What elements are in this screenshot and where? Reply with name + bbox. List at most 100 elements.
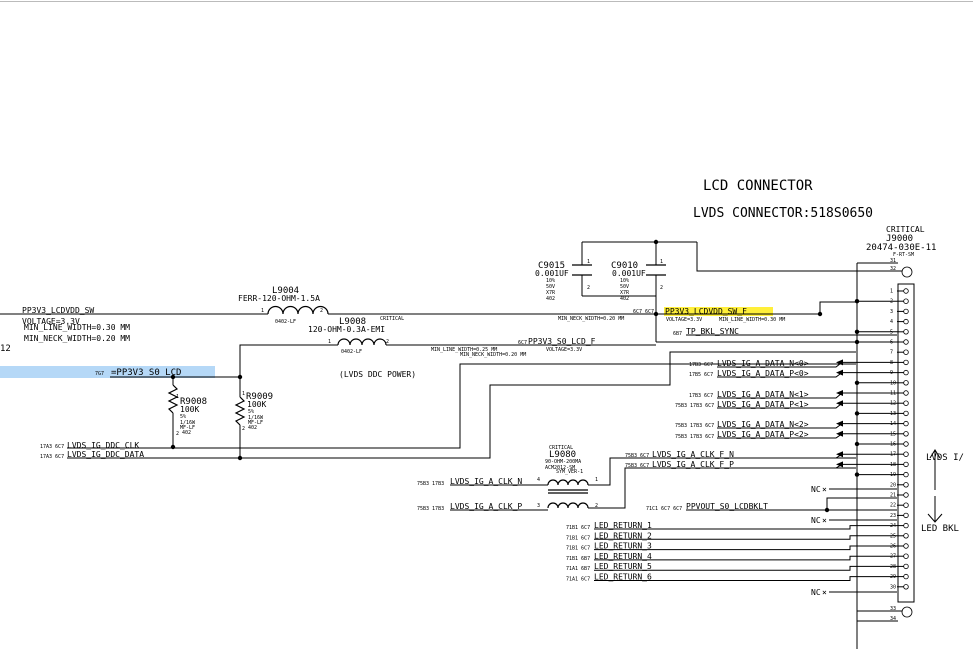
c9010-volt: 50V [620,284,629,290]
net-min-neck-lcdvdd-sw-f: MIN_NECK_WIDTH=0.20 MM [558,316,624,322]
c9010-pkg: 402 [620,296,629,302]
l9080-pin3: 3 [537,503,540,509]
r9009-power: 1/16W [248,415,264,421]
net-label-data-n1: LVDS_IG_A_DATA_N<1> [717,390,809,399]
r9008-pkg: 402 [182,430,191,436]
j9000-pin [903,492,909,498]
j9000-pin [903,288,909,294]
led-return-label: LED_RETURN_1 [594,521,652,530]
l9080-refdes: L9080 [549,450,576,460]
j9000-footprint: F-RT-SM [893,252,914,258]
net-min-line-lcd-f: MIN_LINE_WIDTH=0.25 MM [431,347,497,353]
j9000-pin-32-label: 32 [890,266,896,272]
j9000-refdes: J9000 [886,234,913,244]
l9004-refdes: L9004 [272,286,299,296]
c9015-tol: 10% [546,278,555,284]
r9008-refdes: R9008 [180,397,207,407]
j9000-pin [903,471,909,478]
j9000-pin [903,390,909,396]
j9000-pin [903,420,909,427]
j9000-pin [903,441,909,447]
junction-r9008-clk [170,444,176,450]
wire-clk-f-p [588,467,856,509]
led-return-ref: 71B1 6B7 [566,556,590,562]
r9009-zigzag [234,396,246,426]
l9004-pkg: 0402-LF [275,319,296,325]
net-label-pp3v3-s0-lcd: =PP3V3_S0_LCD [111,368,181,378]
j9000-pin [903,533,909,539]
inductor-l9004: L9004 FERR-120-OHM-1.5A 0402-LF 1 2 [238,286,329,325]
r9008-zigzag [167,384,179,414]
lvds-signal-arrow [836,461,843,468]
left-edge-label: 12 [0,344,11,354]
j9000-pin [903,563,909,570]
c9015-pin1: 1 [587,259,590,265]
net-label-clk-n: LVDS_IG_A_CLK_N [450,477,522,486]
l9080-pkg: ACM2012-SM [545,465,575,471]
j9000-pin-label: 1 [890,289,893,295]
l9080-pin4: 4 [537,477,540,483]
led-return-wire [594,545,897,551]
c9010-value: 0.001UF [612,269,646,278]
j9000-pin [903,410,909,417]
lvds-signal-arrow [836,420,843,427]
led-return-wire [594,525,897,530]
lvds-signal-wire [717,463,897,469]
led-return-label: LED_RETURN_6 [594,573,652,582]
r9009-refdes: R9009 [246,392,273,402]
j9000-pin [903,573,909,580]
net-min-line-lcdvdd-sw-f: MIN_LINE_WIDTH=0.30 MM [719,317,785,323]
j9000-pin [903,543,909,549]
l9004-pin1: 1 [261,308,264,314]
nc-x-20: × [822,485,827,494]
net-min-neck-lcdvdd-sw: MIN_NECK_WIDTH=0.20 MM [24,334,130,343]
lvds-signal-arrow [836,369,843,376]
j9000-mount-pin-33 [901,606,913,618]
j9000-part: 20474-030E-11 [866,243,936,253]
nc-label-20: NC [811,485,821,494]
net-label-data-n0: LVDS_IG_A_DATA_N<0> [717,359,809,368]
net-label-ddc-data: LVDS_IG_DDC_DATA [67,450,144,459]
l9080-sym: SYM_VER-1 [556,469,583,475]
lvds-signal-arrow [836,400,843,407]
led-return-ref: 71B1 6C7 [566,525,590,531]
j9000-pin [903,359,909,366]
net-ddc: 17A3 6C7 LVDS_IG_DDC_CLK 17A3 6C7 LVDS_I… [40,351,856,460]
j9000-pin [903,400,909,406]
r9009-value: 100K [247,400,266,409]
led-return-ref: 71B1 6C7 [566,535,590,541]
c9015-diel: X7R [546,290,556,296]
lvds-signal-wire [717,433,897,439]
r9009-pkg: 402 [248,425,257,431]
arrow-lvds-head [929,449,941,459]
led-return-label: LED_RETURN_5 [594,562,652,571]
net-pp3v3-lcdvdd-sw: PP3V3_LCDVDD_SW VOLTAGE=3.3V MIN_LINE_WI… [0,306,656,343]
led-return-wire [594,576,897,581]
net-voltage-lcdvdd-sw: VOLTAGE=3.3V [22,317,80,326]
j9000-pin-label: 7 [890,350,893,356]
net-ref-ppvout: 71C1 6C7 6C7 [646,506,682,512]
capacitor-bank: C9015 0.001UF 10% 50V X7R 402 1 2 C9010 … [535,239,697,342]
net-label-pp3v3-lcdvdd-sw: PP3V3_LCDVDD_SW [22,306,94,315]
net-ref-data-p0: 17B5 6C7 [689,372,713,378]
r9009-type: MF-LF [248,420,263,426]
j9000-pin-31-label: 31 [890,258,896,264]
resistor-r9009: 1 R9009 100K 5% 1/16W MF-LF 402 2 [234,377,273,461]
l9080-value: 90-OHM-200MA [545,459,581,465]
j9000-pin [903,553,909,559]
net-ref-clk-n: 75B3 17B3 [417,481,444,487]
nc-markers: NC × NC × NC × [811,485,897,597]
wire-ddc-clk [67,363,856,449]
l9004-value: FERR-120-OHM-1.5A [238,294,320,303]
j9000-pin [903,512,909,519]
highlight-pp3v3-s0-lcd [0,366,215,378]
net-ref-ddc-data: 17A3 6C7 [40,454,64,460]
led-return-label: LED_RETURN_2 [594,531,652,540]
net-ref-data-n2: 75B3 17B3 6C7 [675,423,714,429]
j9000-body [897,283,915,603]
j9000-pin [903,318,909,325]
c9010-diel: X7R [620,290,630,296]
c9010-pin1: 1 [660,259,663,265]
net-label-lcdvdd-sw-f: PP3V3_LCDVDD_SW_F [665,307,747,316]
